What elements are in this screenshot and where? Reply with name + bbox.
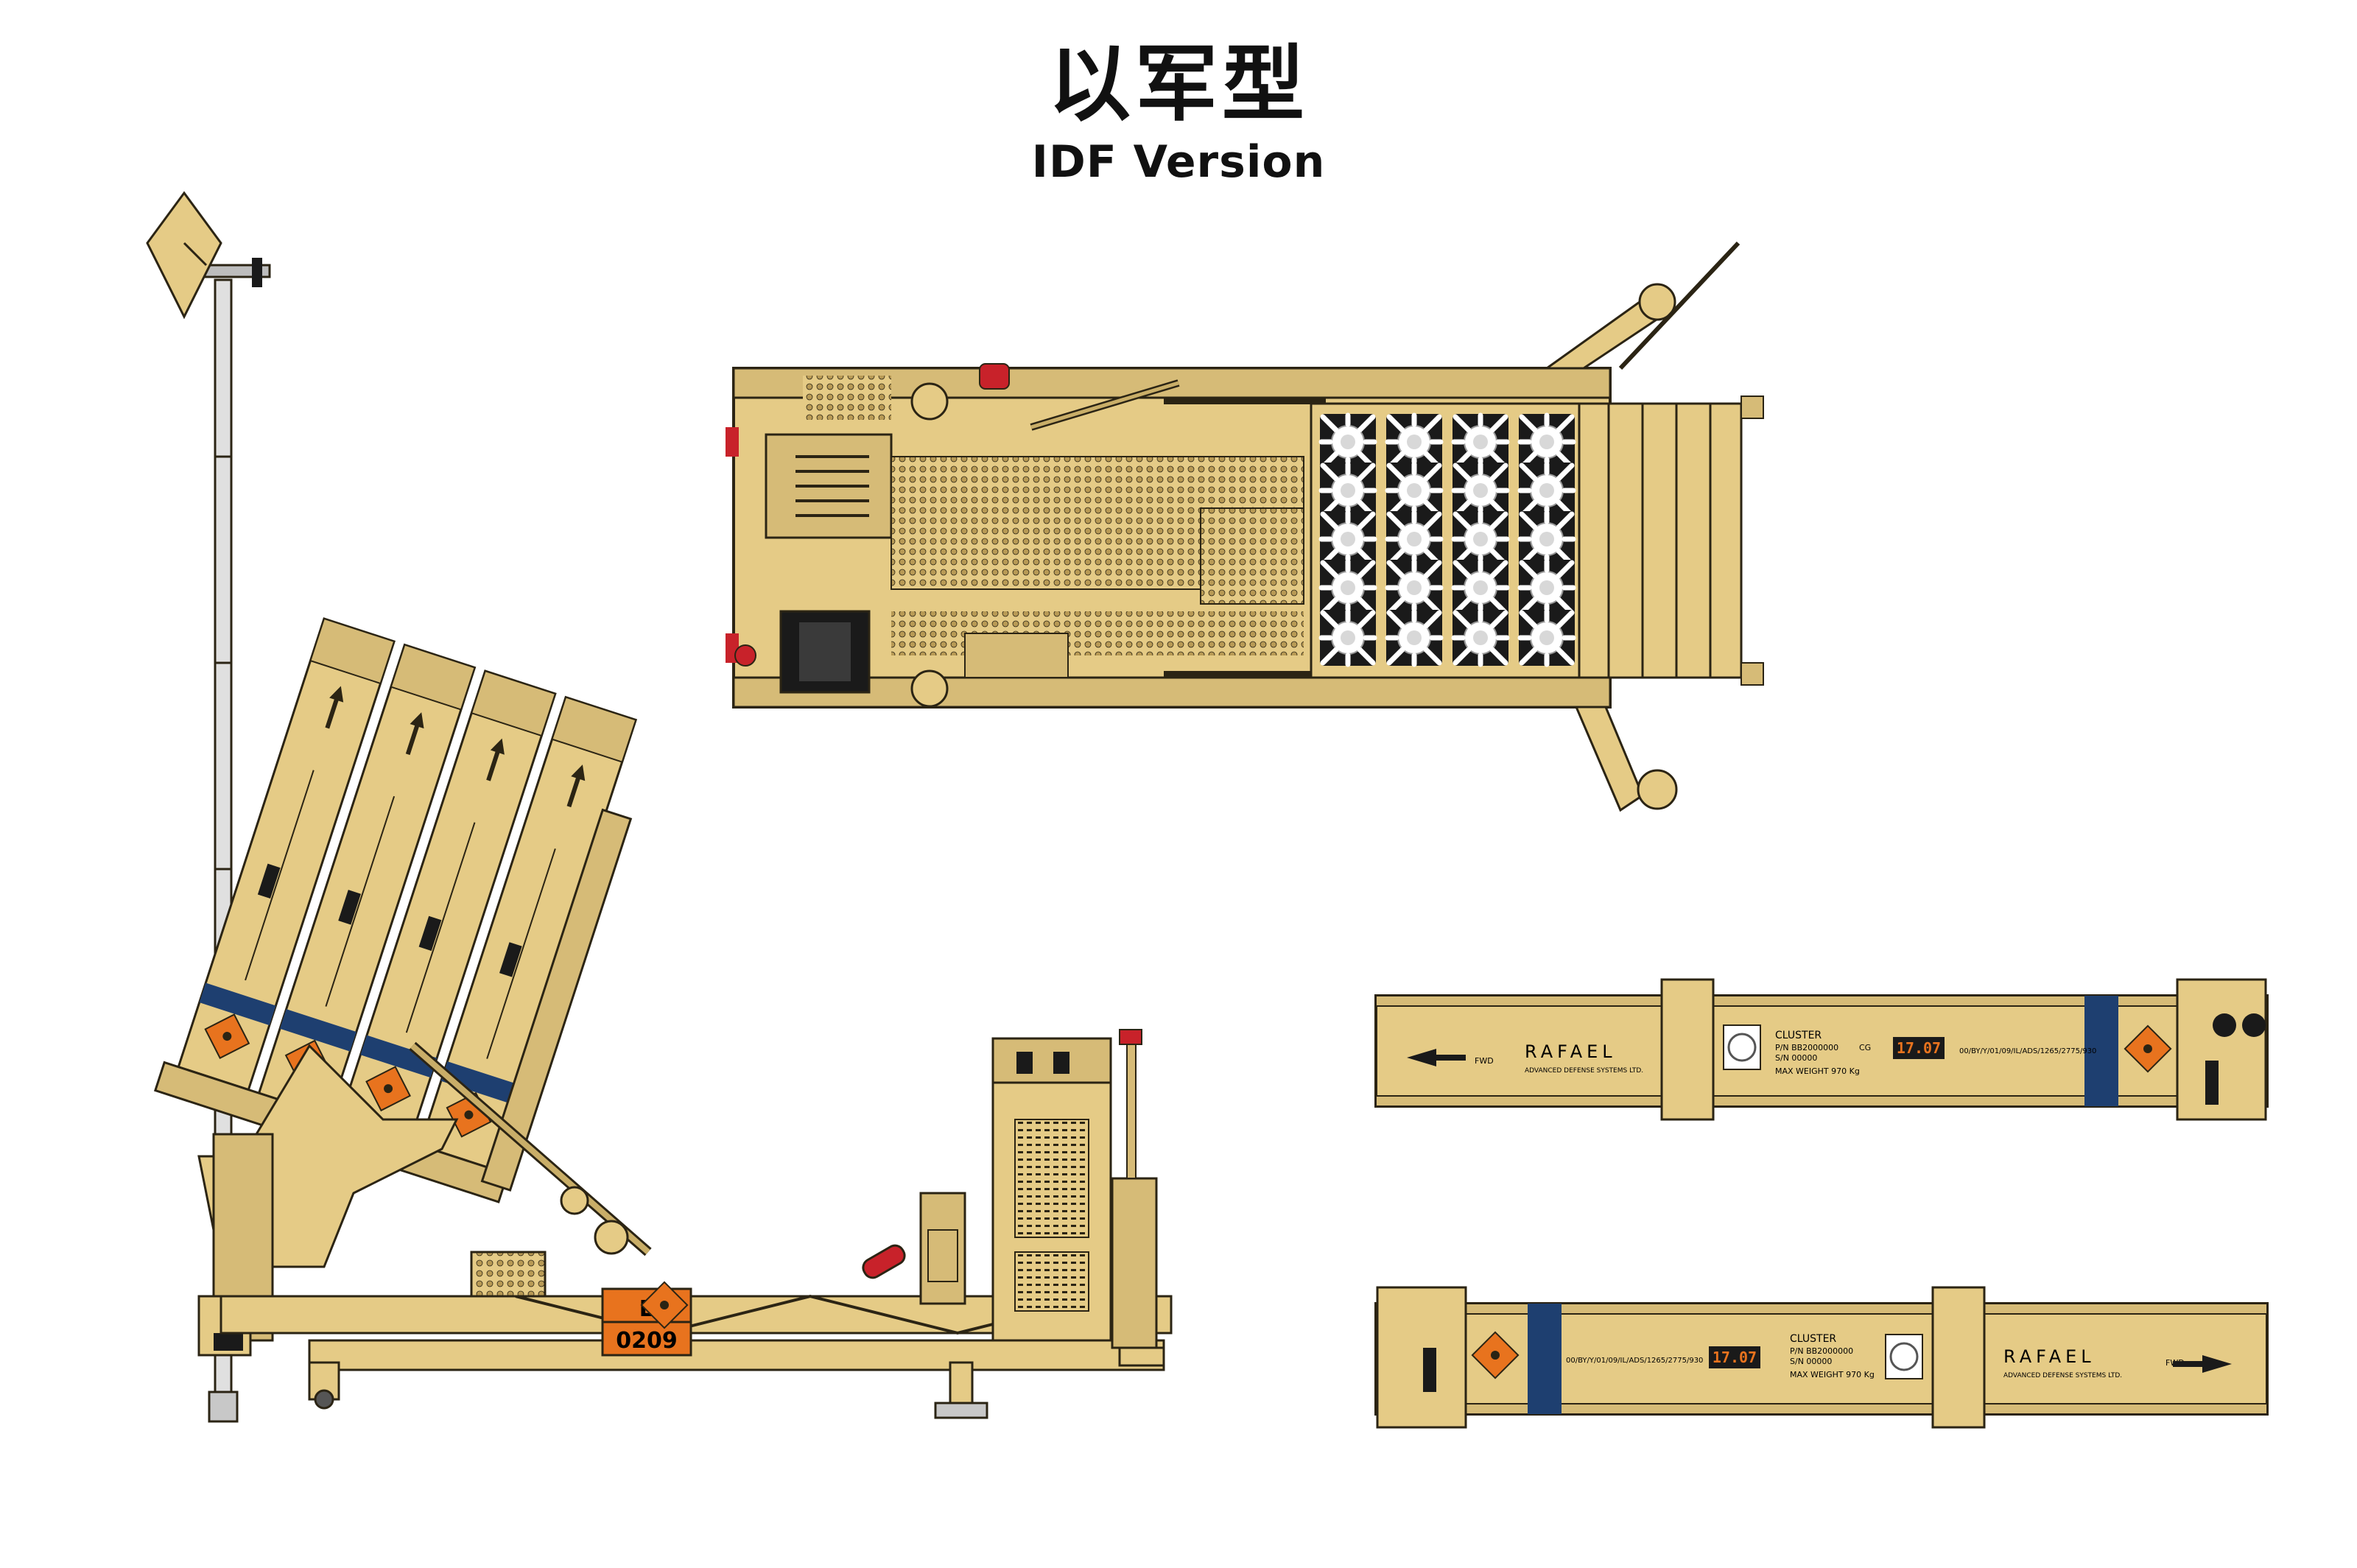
container-2-arrow — [2173, 1355, 2232, 1373]
container-2-sn: S/N 00000 — [1790, 1357, 1832, 1366]
container-2-brand: RAFAEL — [2003, 1346, 2096, 1367]
container-1-direction: FWD — [1475, 1056, 1494, 1066]
launcher-side-view: E 0209 — [146, 191, 1173, 1423]
container-2-code: 17.07 — [1713, 1349, 1757, 1366]
fire-extinguisher — [862, 1244, 906, 1279]
title-english: IDF Version — [1031, 136, 1326, 188]
container-2-class-code: 00/BY/Y/01/09/IL/ADS/1265/2775/930 — [1566, 1357, 1703, 1365]
radar-mast — [146, 191, 271, 1423]
container-1-blue-band — [2084, 996, 2118, 1106]
grip-plate — [470, 1251, 547, 1298]
top-view-rails — [1578, 395, 1764, 686]
container-1-code: 17.07 — [1897, 1039, 1941, 1057]
container-1-class-code: 00/BY/Y/01/09/IL/ADS/1265/2775/930 — [1959, 1047, 2096, 1055]
container-2: 00/BY/Y/01/09/IL/ADS/1265/2775/930 17.07… — [1374, 1286, 2269, 1429]
title-chinese: 以军型 — [1048, 37, 1309, 133]
container-1-cg: CG — [1859, 1043, 1871, 1052]
hazard-plate-bottom: 0209 — [616, 1328, 678, 1354]
container-1: FWD RAFAEL ADVANCED DEFENSE SYSTEMS LTD.… — [1374, 978, 2269, 1121]
top-view-extinguisher — [979, 363, 1010, 390]
container-2-weight: MAX WEIGHT 970 Kg — [1790, 1370, 1875, 1379]
container-1-brand-sub: ADVANCED DEFENSE SYSTEMS LTD. — [1525, 1067, 1643, 1075]
container-2-blue-band — [1528, 1304, 1562, 1414]
container-1-sn: S/N 00000 — [1775, 1053, 1817, 1063]
container-2-item: CLUSTER — [1790, 1333, 1836, 1345]
container-1-weight: MAX WEIGHT 970 Kg — [1775, 1066, 1860, 1076]
container-1-arrow — [1407, 1049, 1466, 1066]
container-1-item: CLUSTER — [1775, 1030, 1822, 1041]
container-2-pn: P/N BB2000000 — [1790, 1346, 1853, 1356]
generator-cabinet — [991, 1029, 1165, 1367]
container-2-brand-sub: ADVANCED DEFENSE SYSTEMS LTD. — [2003, 1372, 2122, 1379]
container-1-brand: RAFAEL — [1525, 1041, 1617, 1062]
container-1-pn: P/N BB2000000 — [1775, 1043, 1838, 1052]
missile-tube-grid — [1310, 402, 1581, 679]
title-block: 以军型 IDF Version — [0, 37, 2357, 191]
launcher-top-view — [726, 241, 1764, 812]
hazard-plate: E 0209 — [601, 1281, 692, 1357]
